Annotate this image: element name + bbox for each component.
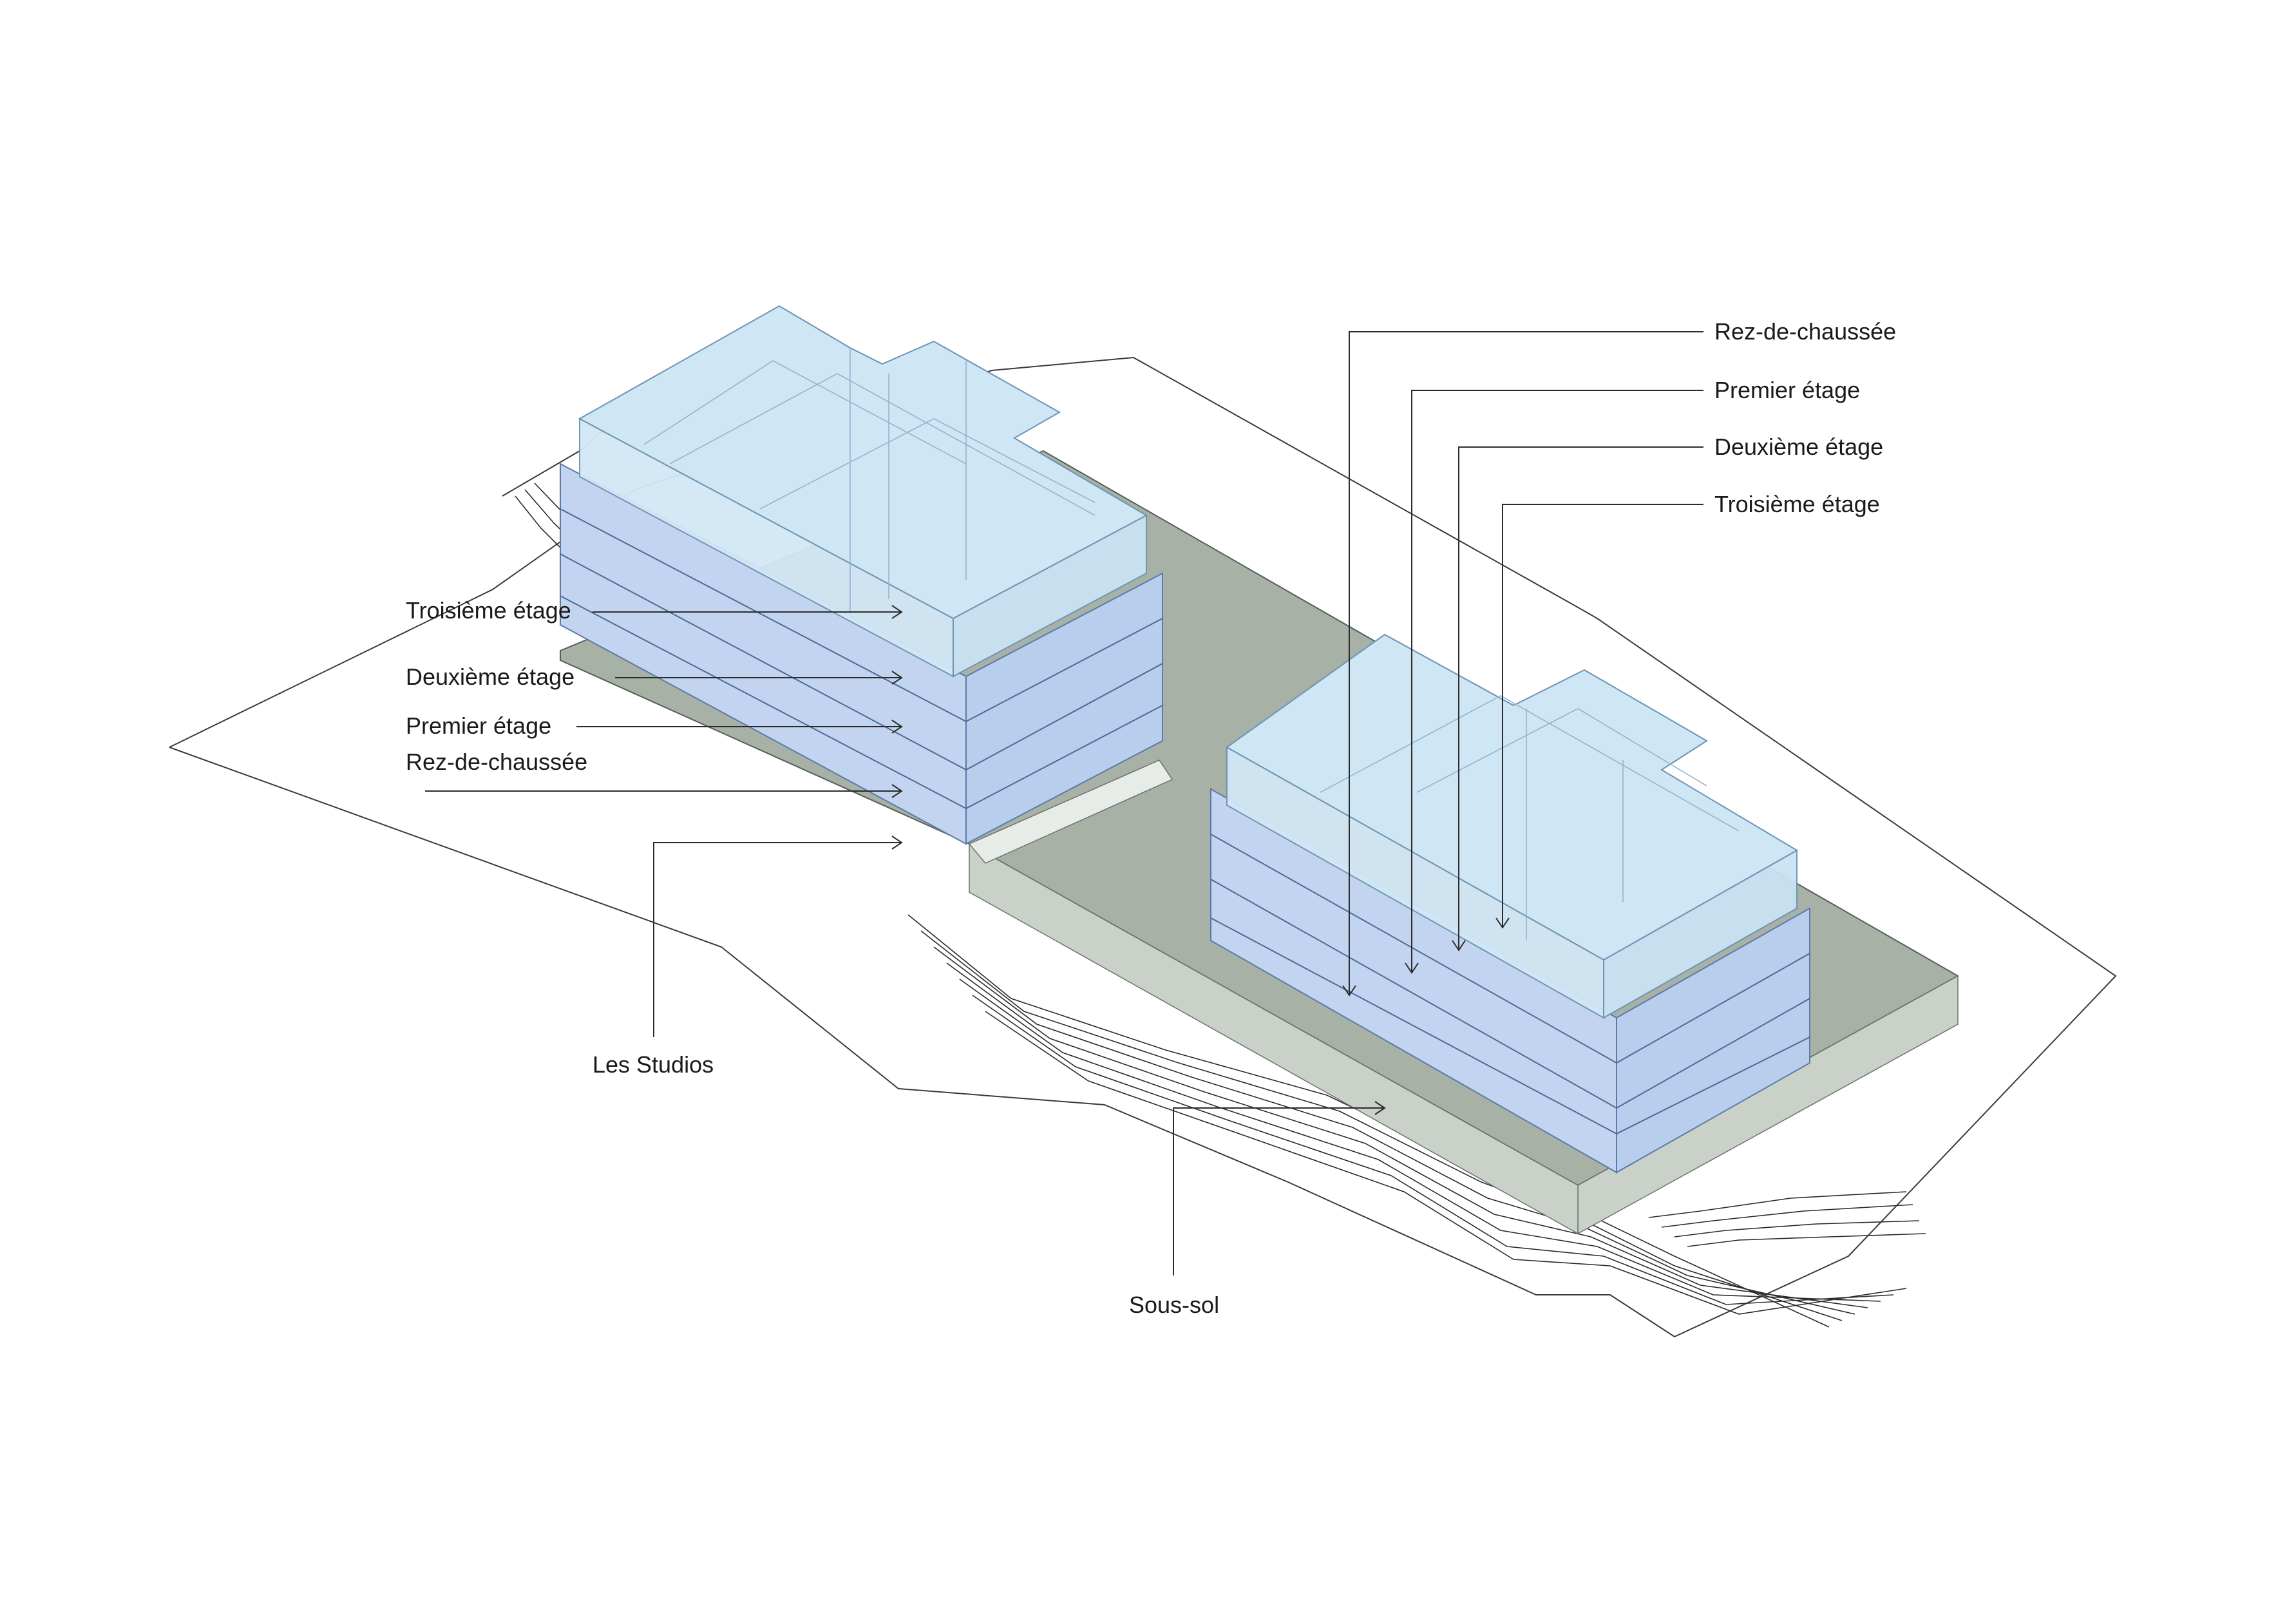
left-label-deuxieme: Deuxième étage [406, 664, 574, 690]
left-label-troisieme: Troisième étage [406, 597, 571, 624]
right-label-premier: Premier étage [1714, 377, 1860, 403]
right-label-troisieme: Troisième étage [1714, 491, 1880, 517]
left-leaders [425, 605, 903, 1037]
right-building [1210, 633, 1810, 1174]
label-sous-sol: Sous-sol [1129, 1292, 1219, 1318]
left-label-premier: Premier étage [406, 712, 551, 739]
label-les-studios: Les Studios [593, 1051, 714, 1078]
left-label-rez: Rez-de-chaussée [406, 749, 587, 775]
right-label-deuxieme: Deuxième étage [1714, 434, 1883, 460]
left-building [560, 305, 1163, 845]
right-label-rez: Rez-de-chaussée [1714, 318, 1896, 345]
right-leaders [1173, 331, 1703, 1275]
